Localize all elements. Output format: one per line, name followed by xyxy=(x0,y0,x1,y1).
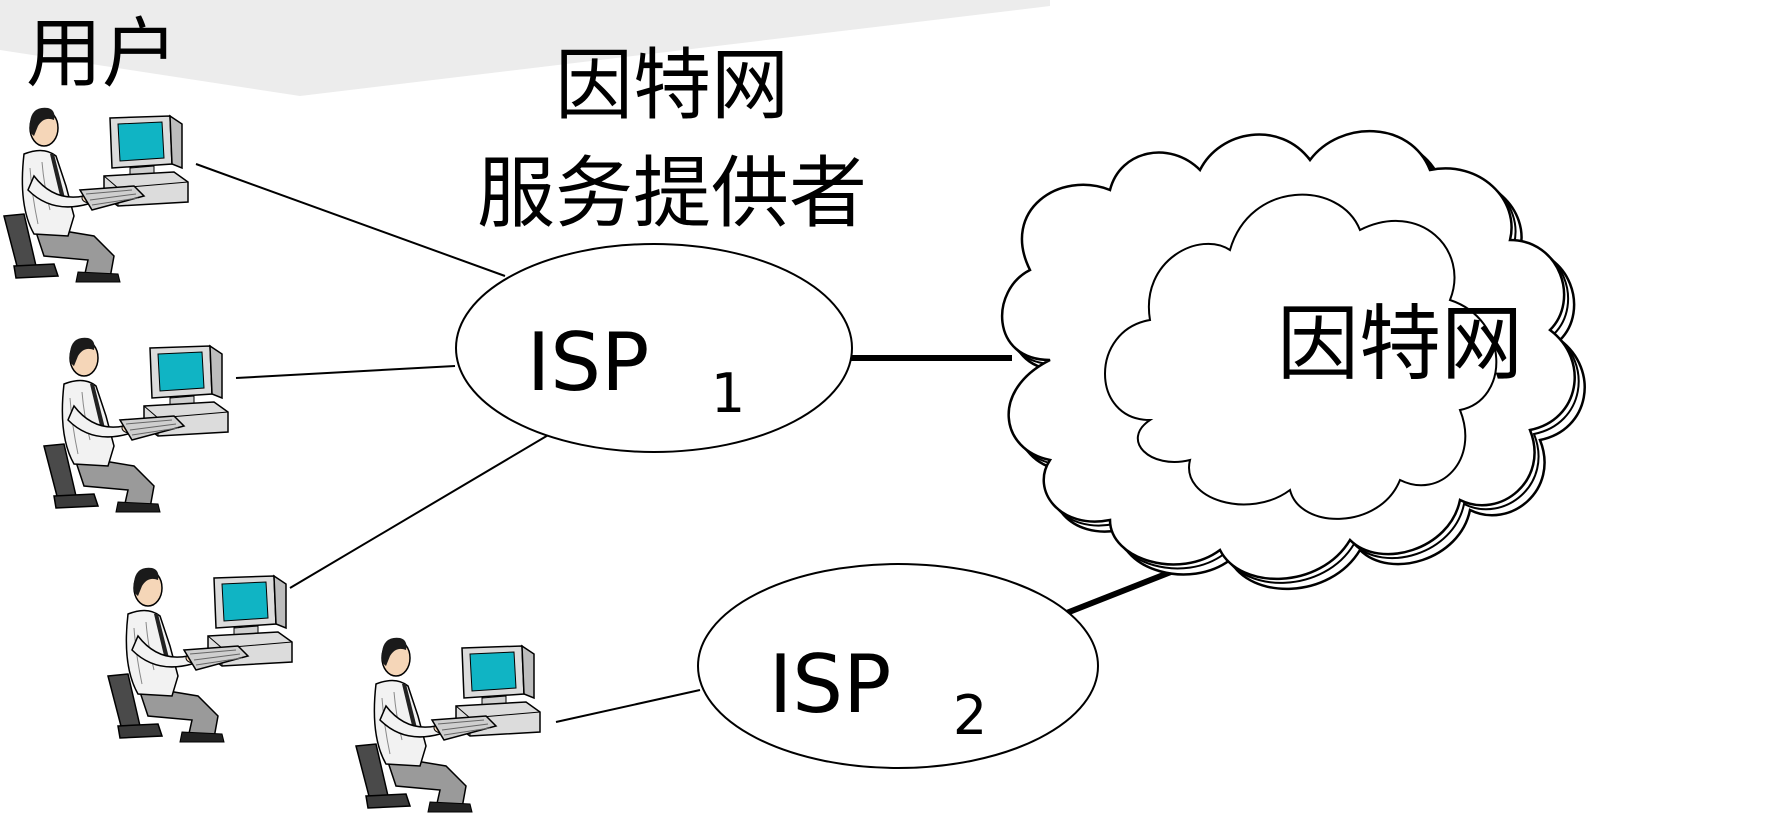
users-label: 用户 xyxy=(26,9,178,98)
link-user2-isp1 xyxy=(235,365,456,379)
header-band xyxy=(0,0,1050,96)
isp1-node: ISP 1 xyxy=(455,243,853,453)
isp2-subscript: 2 xyxy=(953,684,987,747)
user-workstation-1 xyxy=(3,107,189,283)
internet-cloud: 因特网 xyxy=(1000,129,1586,591)
isp1-subscript: 1 xyxy=(711,362,745,425)
isp-title-line1: 因特网 xyxy=(555,41,789,131)
user-workstation-3 xyxy=(107,567,293,743)
link-user3-isp1 xyxy=(289,433,551,589)
isp2-node: ISP 2 xyxy=(697,563,1099,769)
isp2-name: ISP xyxy=(769,638,892,731)
link-isp2-internet xyxy=(1062,567,1178,617)
connections xyxy=(195,163,1178,723)
user-workstation-2 xyxy=(43,337,229,513)
isp1-name: ISP xyxy=(527,316,650,409)
link-user4-isp2 xyxy=(555,689,701,723)
svg-text:ISP: ISP xyxy=(769,638,892,731)
isp-title-line2: 服务提供者 xyxy=(477,149,867,239)
user-2-icon xyxy=(43,337,229,513)
internet-label: 因特网 xyxy=(1277,297,1523,392)
link-user1-isp1 xyxy=(195,163,506,277)
svg-text:ISP: ISP xyxy=(527,316,650,409)
user-workstation-4 xyxy=(355,637,541,813)
user-1-icon xyxy=(3,107,189,283)
user-4-icon xyxy=(355,637,541,813)
user-3-icon xyxy=(107,567,293,743)
